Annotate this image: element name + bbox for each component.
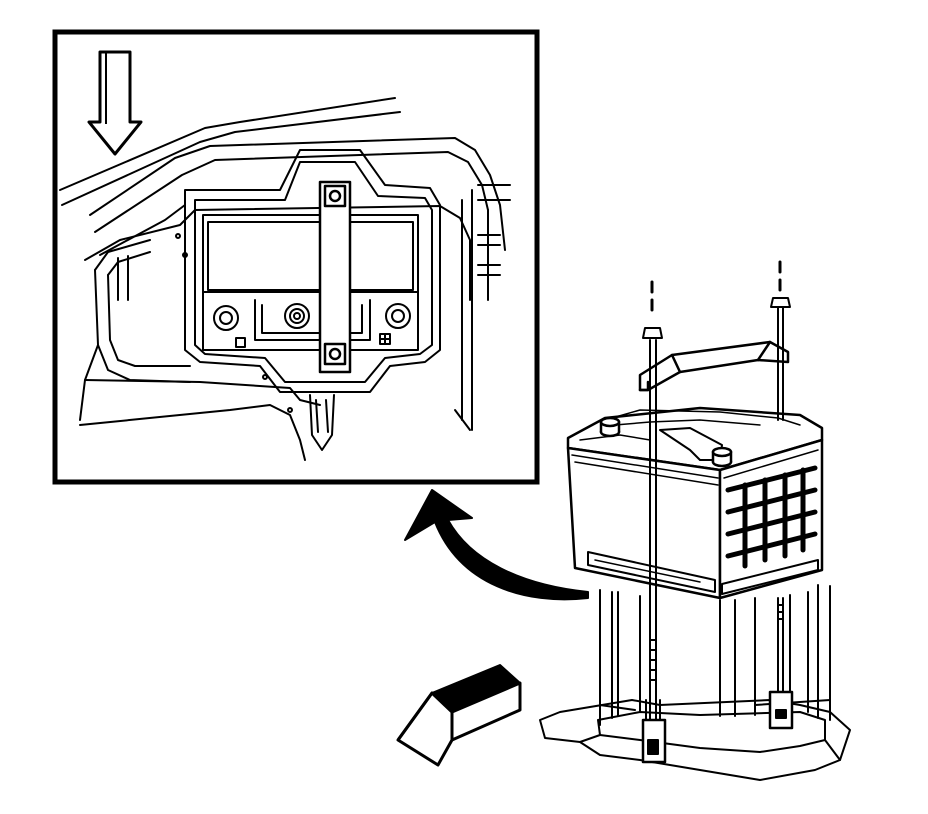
battery-assembly (540, 262, 850, 780)
inset-retainer-pin (310, 395, 334, 450)
battery-terminal-right (713, 448, 731, 466)
inset-body-panel (60, 98, 510, 460)
inset-vent-cap (285, 304, 309, 328)
battery-tray (540, 585, 850, 780)
inset-frame (55, 32, 537, 482)
vehicle-front-direction-arrow-icon (398, 665, 520, 765)
inset-terminal-positive (386, 304, 410, 328)
battery (568, 408, 822, 598)
battery-terminal-left (601, 418, 619, 436)
down-arrow-icon (89, 52, 141, 154)
inset-hold-down-strap (320, 182, 350, 372)
nut-left (643, 282, 662, 338)
inset-battery-tray (185, 150, 440, 392)
battery-handle-grid (728, 468, 815, 566)
j-bolt-right (770, 306, 792, 728)
inset-battery-top (176, 215, 418, 412)
nut-right (771, 262, 790, 307)
j-bolt-left (643, 340, 665, 762)
inset-detail-view (55, 32, 537, 482)
hold-down-retainer (640, 342, 788, 390)
inset-terminal-negative (214, 306, 238, 330)
curved-callout-arrow-icon (405, 490, 588, 599)
